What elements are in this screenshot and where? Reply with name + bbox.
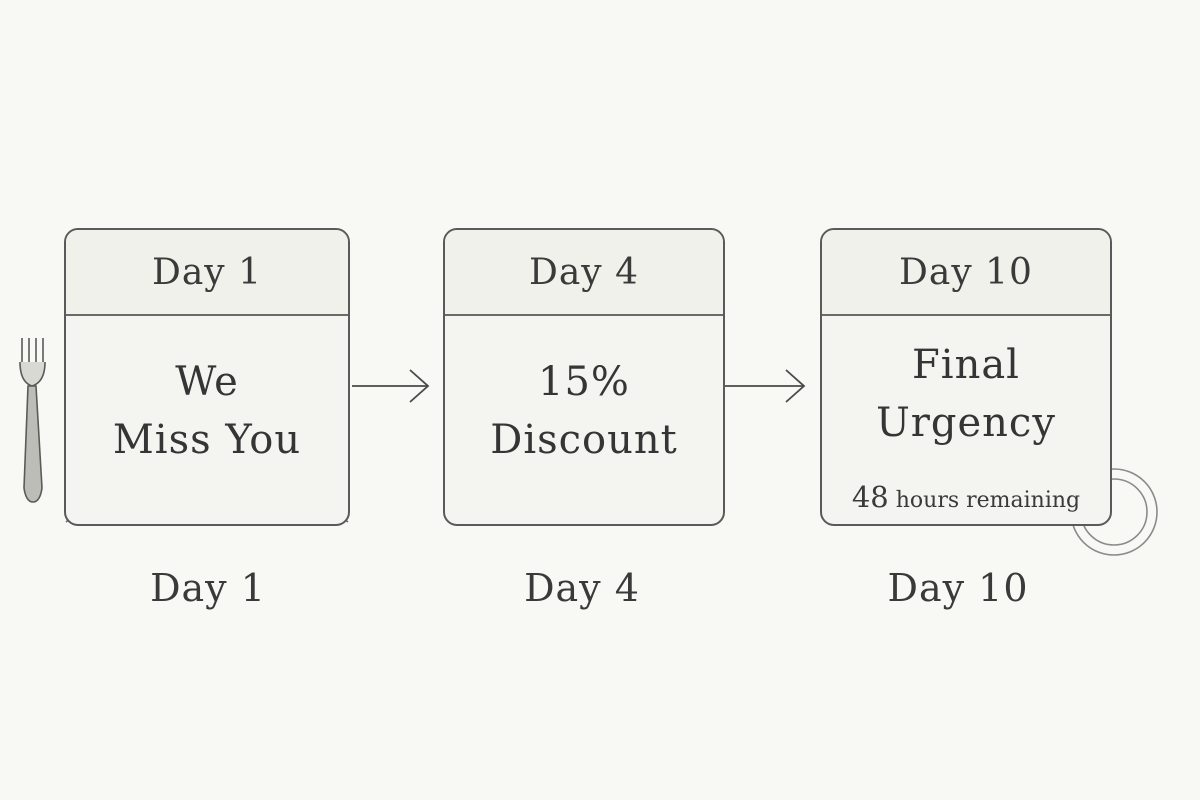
step-message: We Miss You: [113, 353, 301, 469]
step-card-day-1: Day 1 We Miss You: [64, 228, 350, 526]
step-body: Final Urgency 48 hours remaining: [822, 316, 1110, 524]
step-body: We Miss You: [66, 316, 348, 524]
arrow-right-icon: [724, 369, 806, 403]
arrow-right-icon: [352, 369, 430, 403]
step-message-line: Miss You: [112, 417, 302, 463]
step-caption: Day 10: [887, 566, 1029, 610]
step-message-line: Urgency: [876, 400, 1056, 446]
step-message-line: 15%: [538, 359, 630, 405]
step-card-day-10: Day 10 Final Urgency 48 hours remaining: [820, 228, 1112, 526]
step-message-line: Final: [912, 342, 1020, 388]
step-header: Day 1: [66, 230, 348, 316]
step-message-line: Discount: [490, 417, 678, 463]
step-message: 15% Discount: [490, 353, 677, 469]
step-message-line: We: [175, 359, 239, 405]
step-caption: Day 1: [150, 566, 266, 610]
step-caption: Day 4: [524, 566, 640, 610]
step-message: Final Urgency: [876, 336, 1056, 452]
countdown-number: 48: [851, 480, 889, 514]
step-body: 15% Discount: [445, 316, 723, 524]
step-card-day-4: Day 4 15% Discount: [443, 228, 725, 526]
fork-icon: [19, 338, 46, 503]
countdown-label: hours remaining: [895, 488, 1081, 513]
step-header: Day 10: [822, 230, 1110, 316]
step-header: Day 4: [445, 230, 723, 316]
countdown-text: 48 hours remaining: [822, 480, 1110, 514]
